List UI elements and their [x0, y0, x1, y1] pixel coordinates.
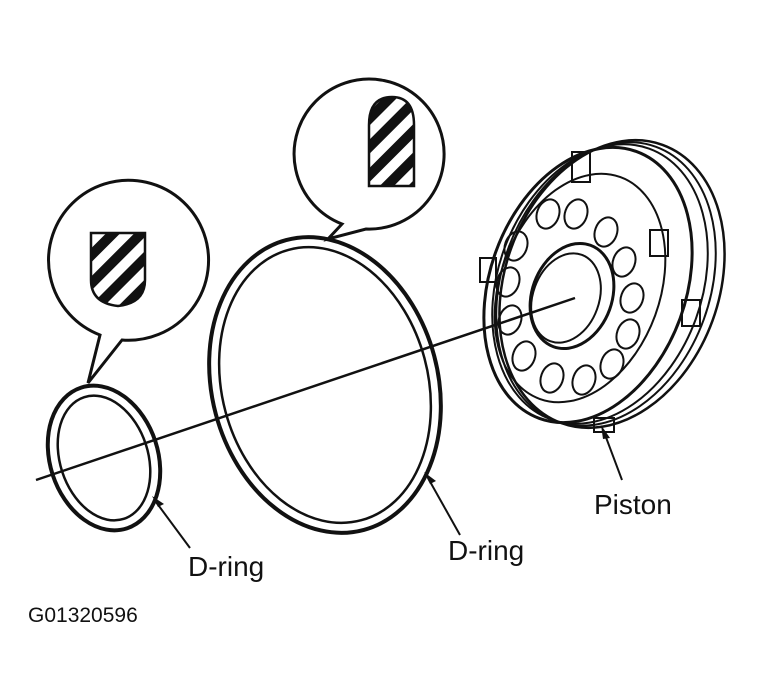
d-ring-cross-section-icon: [89, 231, 147, 308]
large-d-ring: [207, 235, 443, 535]
small-ring-callout: [47, 178, 211, 384]
d-ring-cross-section-icon: [367, 95, 416, 188]
piston-label: Piston: [594, 489, 672, 520]
figure-id: G01320596: [28, 604, 138, 627]
large-ring-callout: [292, 77, 446, 242]
large-d-ring-label: D-ring: [448, 535, 524, 566]
piston: [479, 138, 726, 433]
leader-lines: [152, 425, 623, 549]
spring-pockets: [495, 198, 645, 396]
small-d-ring: [45, 383, 163, 533]
small-d-ring-label: D-ring: [188, 551, 264, 582]
